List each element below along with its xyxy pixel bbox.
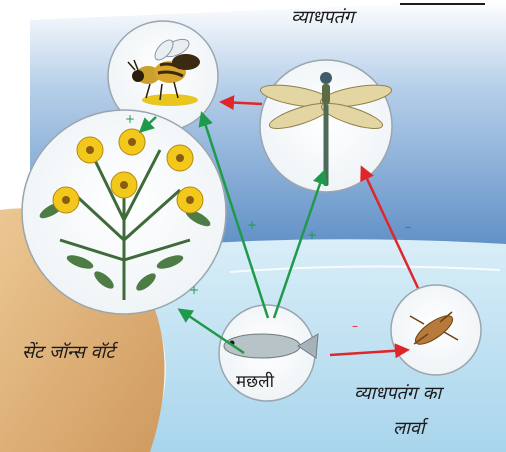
label-st-johns-wort: सेंट जॉन्स वॉर्ट bbox=[22, 340, 114, 364]
label-larva-line2: लार्वा bbox=[393, 416, 425, 440]
label-dragonfly: व्याधपतंग bbox=[291, 5, 354, 29]
label-fish: मछली bbox=[236, 369, 274, 392]
sign-plus-wort-bottom: + bbox=[189, 284, 199, 296]
sign-plus-wort-right: + bbox=[247, 219, 257, 231]
sign-plus-dragonfly: + bbox=[307, 229, 317, 241]
sign-minus-larva-dragonfly: – bbox=[405, 221, 411, 233]
sign-minus-fish-larva: – bbox=[352, 320, 358, 332]
sign-plus-wort-top: + bbox=[125, 113, 135, 125]
label-larva-line1: व्याधपतंग का bbox=[354, 381, 441, 405]
